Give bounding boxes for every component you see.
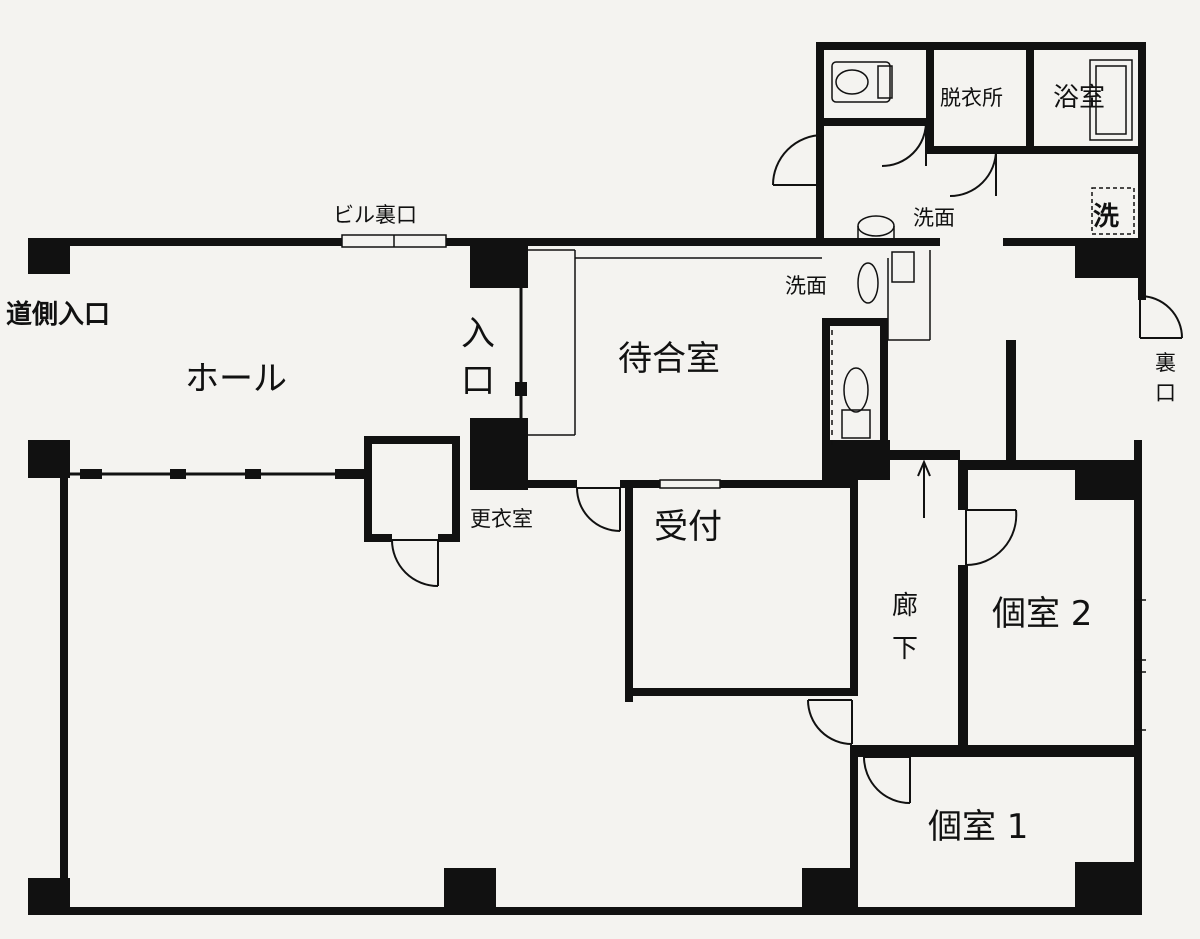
road-entrance-label: 道側入口 bbox=[6, 299, 110, 330]
bathtub-icon bbox=[1089, 59, 1133, 141]
corridor-label-2: 下 bbox=[892, 634, 918, 664]
columns bbox=[28, 238, 1140, 915]
waiting-room-label: 待合室 bbox=[618, 339, 720, 379]
laundry-label: 洗 bbox=[1093, 202, 1119, 232]
interior-walls bbox=[68, 50, 1140, 915]
back-door-label-2: 口 bbox=[1155, 381, 1176, 405]
outer-walls bbox=[28, 42, 1146, 915]
hall-label: ホール bbox=[185, 359, 287, 399]
labels: ホール 道側入口 ビル裏口 入 口 待合室 更衣室 受付 洗面 洗面 脱衣所 浴… bbox=[6, 83, 1176, 847]
changing-room-label: 更衣室 bbox=[470, 507, 533, 531]
private-room-1-label: 個室 1 bbox=[928, 807, 1028, 847]
washroom-lower-label: 洗面 bbox=[785, 274, 827, 298]
thin-lines bbox=[341, 234, 1146, 731]
laundry-box bbox=[1091, 187, 1135, 235]
doors bbox=[391, 121, 1183, 804]
entrance-label-2: 口 bbox=[461, 361, 495, 401]
bathroom-label: 浴室 bbox=[1053, 83, 1105, 113]
entrance-label-1: 入 bbox=[461, 314, 495, 354]
dressing-room-label: 脱衣所 bbox=[940, 86, 1003, 110]
toilet-icon bbox=[831, 330, 871, 445]
private-room-2-label: 個室 2 bbox=[992, 594, 1092, 634]
corridor-label-1: 廊 bbox=[892, 591, 918, 621]
toilet-icon bbox=[831, 61, 893, 103]
washbasin-icon bbox=[857, 251, 915, 304]
fixtures bbox=[831, 59, 1135, 445]
building-back-entrance-label: ビル裏口 bbox=[333, 203, 417, 227]
washroom-upper-label: 洗面 bbox=[913, 206, 955, 230]
back-door-label-1: 裏 bbox=[1155, 351, 1176, 375]
reception-label: 受付 bbox=[654, 507, 722, 547]
washbasin-icon bbox=[857, 215, 895, 240]
